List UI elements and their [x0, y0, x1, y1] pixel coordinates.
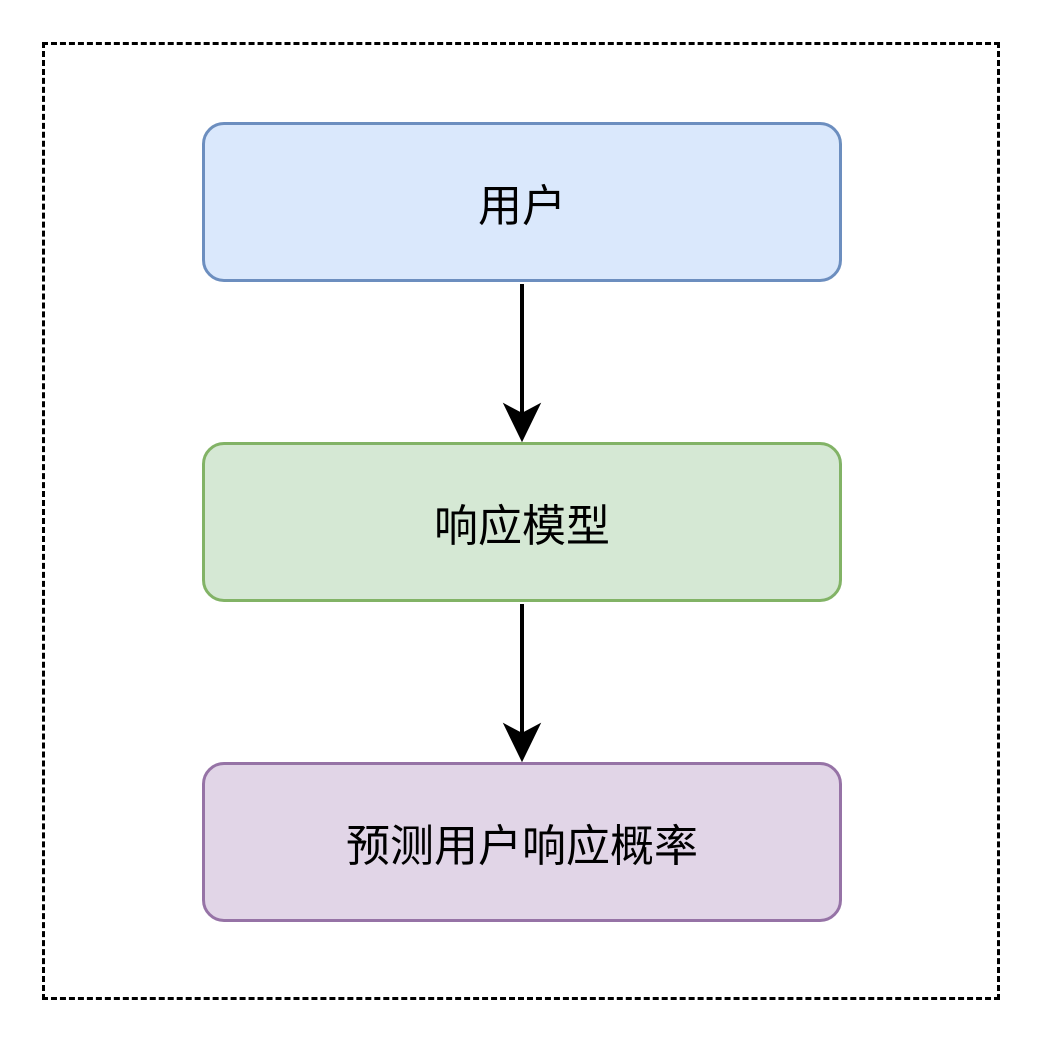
node-predict-label: 预测用户响应概率 — [346, 821, 698, 872]
node-response-model[interactable]: 响应模型 — [202, 442, 842, 602]
node-user-label: 用户 — [478, 181, 566, 232]
dashed-boundary-frame — [42, 42, 1000, 1000]
node-user[interactable]: 用户 — [202, 122, 842, 282]
node-response-model-label: 响应模型 — [434, 501, 610, 552]
node-predict-response-probability[interactable]: 预测用户响应概率 — [202, 762, 842, 922]
